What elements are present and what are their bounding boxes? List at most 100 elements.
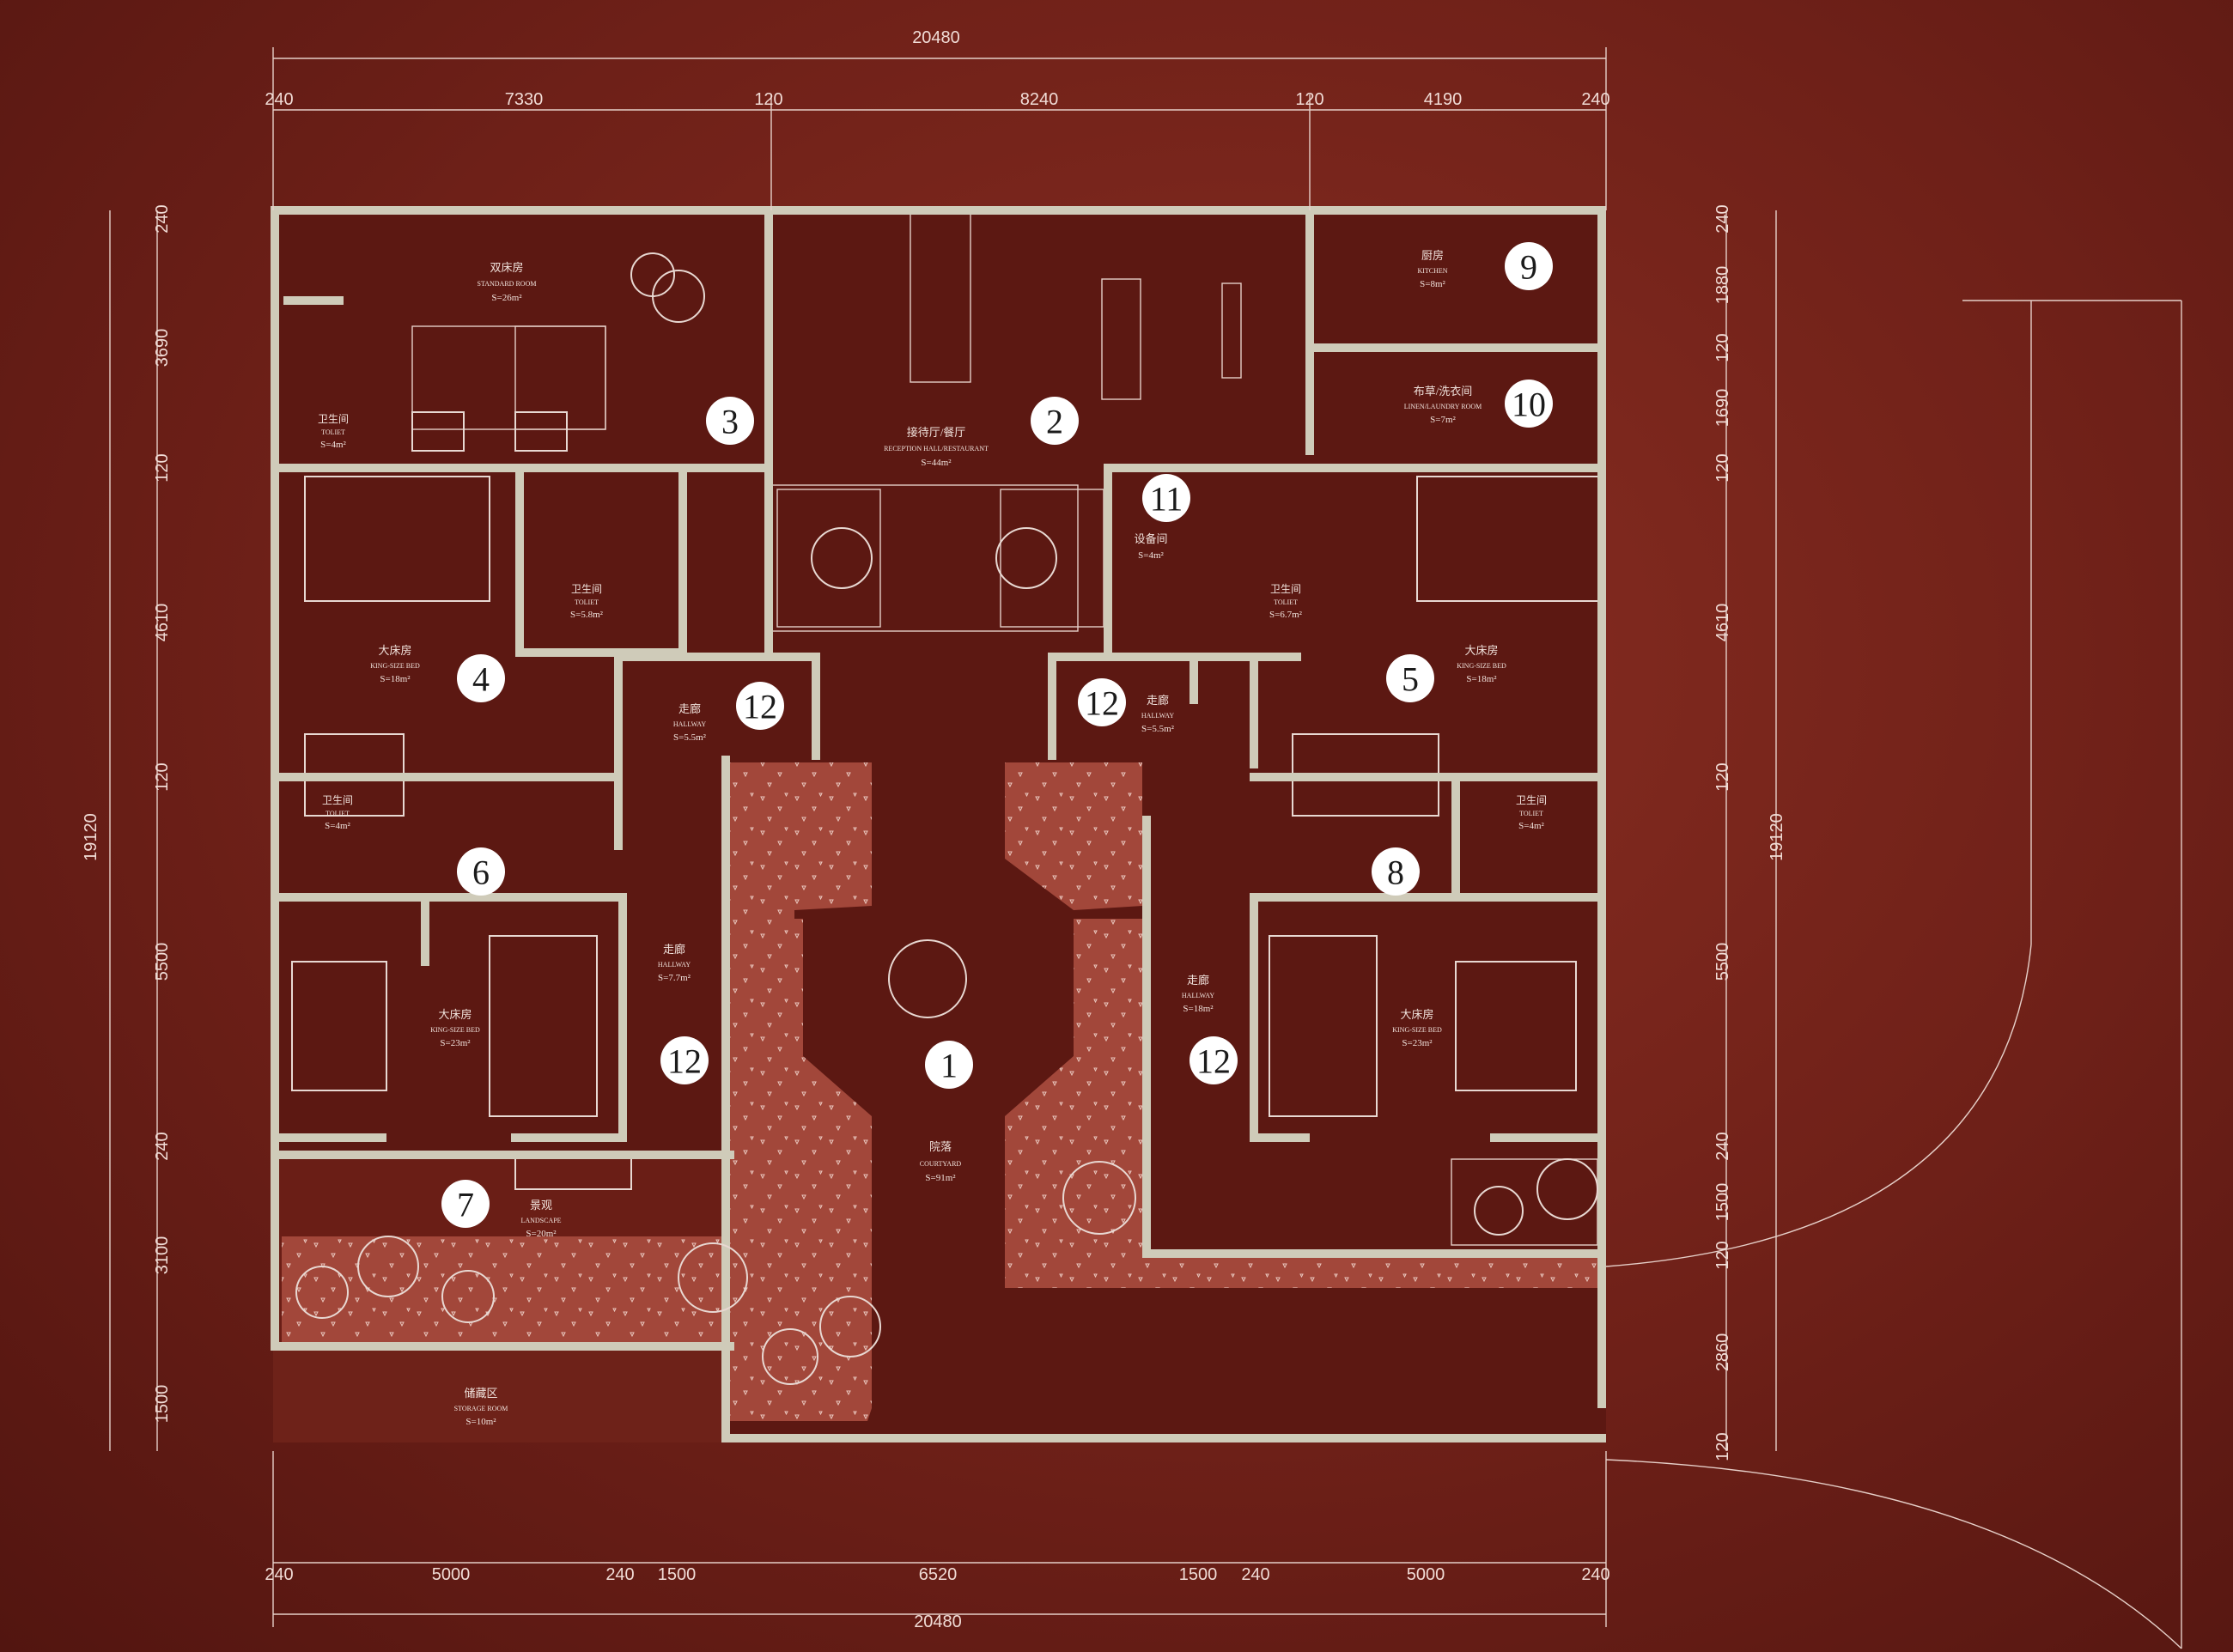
badge-6: 6 — [457, 847, 505, 896]
badge-12-b: 12 — [1078, 678, 1126, 726]
toilet-4-en: TOLIET — [575, 598, 599, 606]
dim-top-2: 120 — [754, 90, 782, 109]
tree-icon — [1062, 1161, 1136, 1235]
hall-east-area: S=18m² — [1183, 1004, 1214, 1014]
dim-bottom-3: 1500 — [658, 1565, 697, 1584]
dim-left-0: 240 — [153, 204, 172, 233]
tree-icon — [441, 1270, 495, 1323]
badge-9: 9 — [1505, 242, 1553, 290]
storage-area: S=10m² — [465, 1417, 496, 1427]
dim-left-1: 3690 — [153, 329, 172, 367]
dim-bottom-7: 5000 — [1407, 1565, 1445, 1584]
room-8-area: S=23m² — [1402, 1038, 1433, 1048]
hall-west-en: HALLWAY — [658, 961, 691, 969]
left-dimensions: 19120 240 3690 120 4610 120 5500 240 310… — [82, 204, 172, 1423]
dim-top-3: 8240 — [1020, 90, 1059, 109]
svg-text:5: 5 — [1402, 660, 1419, 699]
tree-icon — [1474, 1186, 1524, 1236]
room-labels: 院落 COURTYARD S=91m² 接待厅/餐厅 RECEPTION HAL… — [318, 249, 1547, 1427]
dim-top-4: 120 — [1295, 90, 1323, 109]
hall-east-en: HALLWAY — [1182, 992, 1214, 999]
dim-bottom-1: 5000 — [432, 1565, 471, 1584]
dim-top-6: 240 — [1581, 90, 1609, 109]
tree-icon — [295, 1266, 349, 1319]
walls — [271, 206, 1606, 1442]
tree-icon — [1536, 1158, 1598, 1220]
room-9-cn: 厨房 — [1421, 249, 1444, 262]
dim-right-7: 5500 — [1713, 943, 1732, 981]
room-4-cn: 大床房 — [378, 644, 411, 657]
room-2-cn: 接待厅/餐厅 — [907, 426, 966, 439]
toilet-4-cn: 卫生间 — [571, 583, 602, 595]
room-10-area: S=7m² — [1430, 415, 1456, 425]
dim-right-4: 120 — [1713, 453, 1732, 482]
toilet-8-area: S=4m² — [1518, 821, 1544, 831]
room-2-area: S=44m² — [921, 458, 952, 468]
toilet-3-cn: 卫生间 — [318, 413, 349, 425]
badge-5: 5 — [1386, 654, 1434, 702]
room-3-en: STANDARD ROOM — [478, 280, 537, 288]
dim-right-5: 4610 — [1713, 604, 1732, 642]
dim-left-4: 120 — [153, 762, 172, 791]
room-1-cn: 院落 — [929, 1140, 952, 1153]
dim-bottom-6: 240 — [1241, 1565, 1269, 1584]
badge-12-a: 12 — [736, 682, 784, 730]
dim-top-1: 7330 — [505, 90, 544, 109]
dim-right-total: 19120 — [1768, 813, 1786, 861]
hall-right-area: S=5.5m² — [1141, 724, 1175, 734]
hall-right-en: HALLWAY — [1141, 712, 1174, 720]
room-3-cn: 双床房 — [490, 261, 523, 274]
room-10-en: LINEN/LAUNDRY ROOM — [1404, 403, 1482, 410]
dim-right-9: 1500 — [1713, 1183, 1732, 1222]
svg-text:12: 12 — [1085, 684, 1119, 723]
room-12-area: S=5.5m² — [673, 732, 707, 743]
badge-7: 7 — [441, 1180, 490, 1228]
dimension-lines — [109, 47, 2182, 1649]
svg-text:9: 9 — [1520, 248, 1537, 287]
dim-top-total: 20480 — [912, 28, 960, 47]
dim-right-2: 120 — [1713, 333, 1732, 361]
badge-11: 11 — [1142, 474, 1190, 522]
room-4-en: KING-SIZE BED — [370, 662, 420, 670]
room-4-area: S=18m² — [380, 674, 411, 684]
toilet-5-area: S=6.7m² — [1269, 610, 1303, 620]
toilet-6-area: S=4m² — [325, 821, 350, 831]
dim-bottom-8: 240 — [1581, 1565, 1609, 1584]
toilet-6-cn: 卫生间 — [322, 794, 353, 806]
bottom-dimensions: 240 5000 240 1500 6520 1500 240 5000 240… — [265, 1565, 1609, 1631]
tree-icon — [888, 939, 967, 1018]
room-1-area: S=91m² — [925, 1173, 956, 1183]
room-9-en: KITCHEN — [1417, 267, 1447, 275]
dim-left-7: 3100 — [153, 1236, 172, 1275]
dim-right-6: 120 — [1713, 762, 1732, 791]
dim-left-6: 240 — [153, 1132, 172, 1160]
room-11-cn: 设备间 — [1134, 532, 1167, 545]
toilet-4-area: S=5.8m² — [570, 610, 604, 620]
dim-right-11: 2860 — [1713, 1333, 1732, 1372]
room-1-en: COURTYARD — [920, 1160, 962, 1168]
hall-right-cn: 走廊 — [1147, 694, 1169, 707]
room-3-area: S=26m² — [491, 293, 522, 303]
toilet-6-en: TOLIET — [326, 810, 350, 817]
dim-top-5: 4190 — [1424, 90, 1463, 109]
room-8-en: KING-SIZE BED — [1392, 1026, 1442, 1034]
dim-bottom-2: 240 — [605, 1565, 634, 1584]
dim-bottom-4: 6520 — [919, 1565, 958, 1584]
badge-10: 10 — [1505, 380, 1553, 428]
room-11-area: S=4m² — [1138, 550, 1164, 561]
room-7-cn: 景观 — [530, 1199, 552, 1212]
dim-left-2: 120 — [153, 453, 172, 482]
dim-right-3: 1690 — [1713, 389, 1732, 428]
badge-8: 8 — [1372, 847, 1420, 896]
dim-right-1: 1880 — [1713, 266, 1732, 305]
room-9-area: S=8m² — [1420, 279, 1445, 289]
room-8-cn: 大床房 — [1400, 1008, 1433, 1021]
room-6-area: S=23m² — [440, 1038, 471, 1048]
dim-right-10: 120 — [1713, 1241, 1732, 1269]
room-number-badges: 1 2 3 4 5 6 7 8 9 10 11 12 12 12 12 — [441, 242, 1553, 1228]
hall-west-area: S=7.7m² — [658, 973, 691, 983]
room-5-en: KING-SIZE BED — [1457, 662, 1506, 670]
toilet-5-cn: 卫生间 — [1270, 583, 1301, 595]
badge-12-c: 12 — [660, 1036, 709, 1084]
